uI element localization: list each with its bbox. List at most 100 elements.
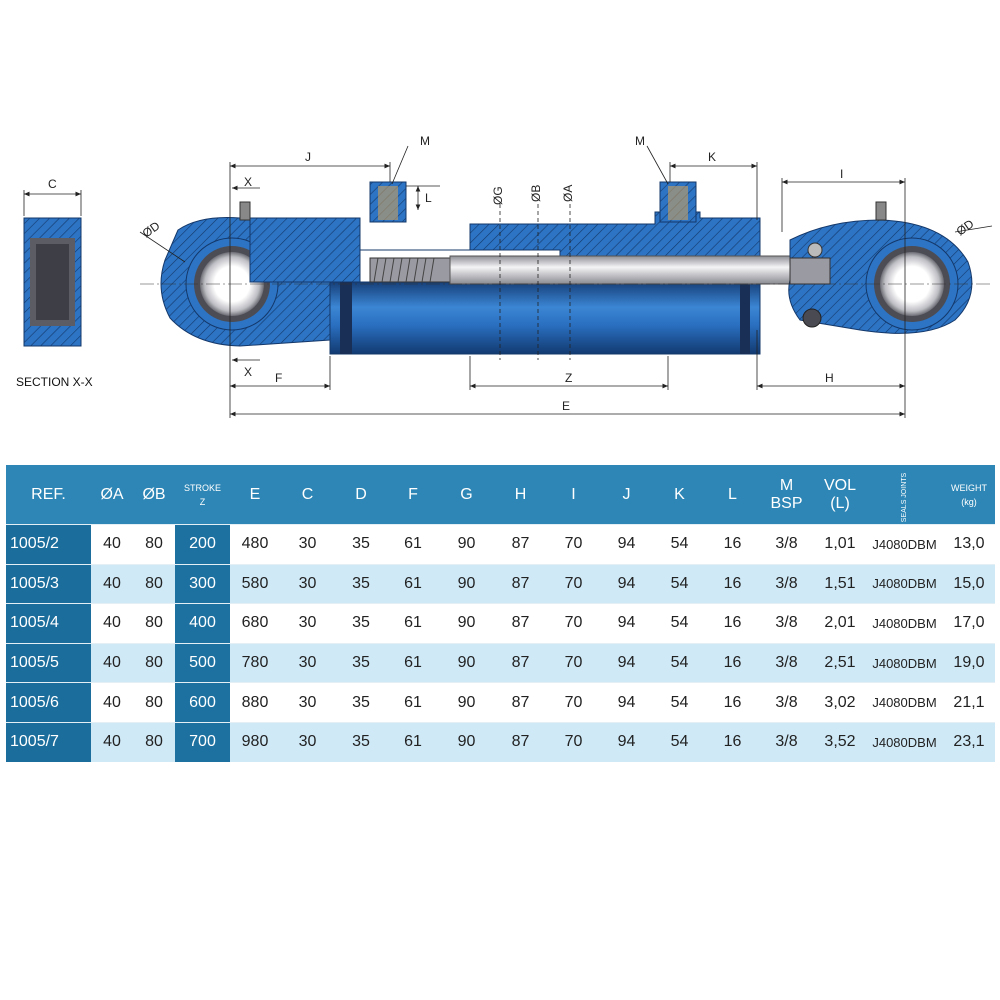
cell-h: 87 [494, 642, 547, 683]
cell-b: 80 [133, 721, 175, 762]
dim-m-left: M [420, 134, 430, 148]
dim-b: ØB [529, 185, 543, 202]
cell-stroke: 300 [175, 563, 230, 604]
cell-c: 30 [280, 682, 335, 723]
dim-f: F [275, 371, 282, 385]
cell-e: 780 [230, 642, 280, 683]
header-i: I [547, 465, 600, 525]
cell-i: 70 [547, 682, 600, 723]
header-a: ØA [91, 465, 133, 525]
cell-j: 94 [600, 524, 653, 565]
cell-g: 90 [439, 563, 494, 604]
dim-e: E [562, 399, 570, 413]
cell-a: 40 [91, 563, 133, 604]
cell-g: 90 [439, 682, 494, 723]
section-view: C SECTION X-X [16, 177, 93, 389]
cell-j: 94 [600, 642, 653, 683]
cylinder-drawing: C SECTION X-X [16, 134, 993, 418]
dim-g: ØG [491, 186, 505, 205]
cell-d: 35 [335, 642, 387, 683]
cell-b: 80 [133, 563, 175, 604]
cell-seals: J4080DBM [866, 682, 943, 723]
cell-seals: J4080DBM [866, 563, 943, 604]
cell-b: 80 [133, 603, 175, 644]
cell-m-bsp: 3/8 [759, 563, 814, 604]
cell-l: 16 [706, 682, 759, 723]
cell-i: 70 [547, 524, 600, 565]
cell-c: 30 [280, 563, 335, 604]
dim-z: Z [565, 371, 572, 385]
dim-x-bottom: X [244, 365, 252, 379]
cell-b: 80 [133, 642, 175, 683]
cell-stroke: 200 [175, 524, 230, 565]
cell-vol: 1,01 [814, 524, 866, 565]
header-k: K [653, 465, 706, 525]
cell-l: 16 [706, 603, 759, 644]
cell-stroke: 700 [175, 721, 230, 762]
cell-h: 87 [494, 524, 547, 565]
cell-seals: J4080DBM [866, 524, 943, 565]
cell-i: 70 [547, 642, 600, 683]
cell-stroke: 600 [175, 682, 230, 723]
cell-l: 16 [706, 721, 759, 762]
dim-j: J [305, 150, 311, 164]
cell-m-bsp: 3/8 [759, 524, 814, 565]
cell-j: 94 [600, 563, 653, 604]
header-f: F [387, 465, 439, 525]
cell-c: 30 [280, 721, 335, 762]
cell-ref: 1005/3 [6, 563, 91, 604]
cell-c: 30 [280, 603, 335, 644]
cell-g: 90 [439, 603, 494, 644]
cell-ref: 1005/6 [6, 682, 91, 723]
header-d: D [335, 465, 387, 525]
cell-f: 61 [387, 563, 439, 604]
cell-weight: 17,0 [943, 603, 995, 644]
header-seals: SEALS JOINTS [866, 465, 943, 525]
header-h: H [494, 465, 547, 525]
cell-g: 90 [439, 642, 494, 683]
cell-j: 94 [600, 721, 653, 762]
cell-i: 70 [547, 563, 600, 604]
cell-vol: 2,01 [814, 603, 866, 644]
header-weight: WEIGHT(kg) [943, 465, 995, 525]
cell-l: 16 [706, 642, 759, 683]
cell-f: 61 [387, 682, 439, 723]
cell-m-bsp: 3/8 [759, 721, 814, 762]
header-l: L [706, 465, 759, 525]
cell-k: 54 [653, 524, 706, 565]
header-c: C [280, 465, 335, 525]
cell-weight: 13,0 [943, 524, 995, 565]
cell-e: 580 [230, 563, 280, 604]
cell-c: 30 [280, 642, 335, 683]
cell-g: 90 [439, 721, 494, 762]
dim-d-right: ØD [954, 216, 977, 238]
cell-j: 94 [600, 603, 653, 644]
cell-seals: J4080DBM [866, 642, 943, 683]
cell-f: 61 [387, 524, 439, 565]
cell-e: 980 [230, 721, 280, 762]
cell-stroke: 400 [175, 603, 230, 644]
cell-k: 54 [653, 682, 706, 723]
cell-f: 61 [387, 721, 439, 762]
cell-h: 87 [494, 682, 547, 723]
cell-f: 61 [387, 603, 439, 644]
cell-weight: 21,1 [943, 682, 995, 723]
header-vol: VOL(L) [814, 465, 866, 525]
cell-m-bsp: 3/8 [759, 682, 814, 723]
cell-a: 40 [91, 682, 133, 723]
section-label: SECTION X-X [16, 375, 93, 389]
dim-m-right: M [635, 134, 645, 148]
header-b: ØB [133, 465, 175, 525]
cell-c: 30 [280, 524, 335, 565]
cell-m-bsp: 3/8 [759, 603, 814, 644]
header-e: E [230, 465, 280, 525]
cell-ref: 1005/7 [6, 721, 91, 762]
dim-a: ØA [561, 185, 575, 202]
